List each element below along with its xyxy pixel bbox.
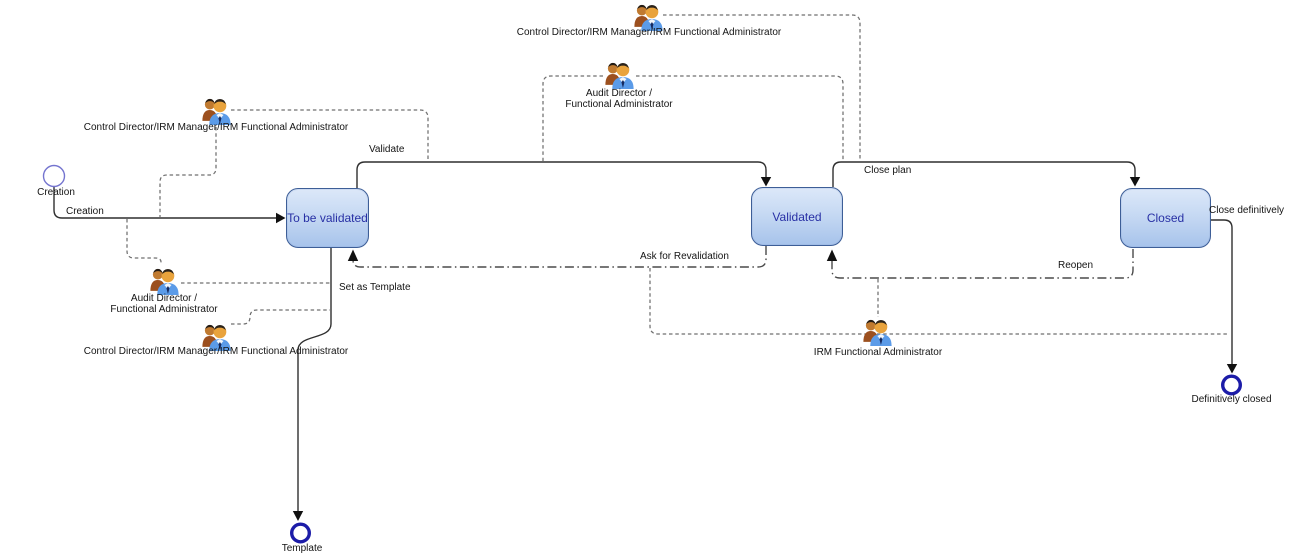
people-icon-audit-director-top[interactable] [605,62,634,90]
end-event-definitively-closed-label: Definitively closed [1191,394,1272,405]
end-event-definitively-closed-circle[interactable] [1220,374,1242,396]
transition-close-definitively-line [1211,219,1233,364]
transition-close-definitively-label: Close definitively [1209,205,1285,216]
transition-creation-arrowhead [276,212,286,224]
association-audit-director-left-to-creation [126,219,162,265]
transition-creation-label: Creation [66,206,104,217]
transition-ask-for-revalidation-line [352,246,767,268]
transition-validate-label: Validate [369,144,405,155]
association-control-director-bottom-to-set-as-template [231,309,330,325]
state-closed[interactable]: Closed [1120,188,1211,248]
transition-close-plan-label: Close plan [864,165,912,176]
transition-set-as-template-arrowhead [292,511,304,521]
transition-ask-for-revalidation-arrowhead [347,249,359,261]
transition-close-definitively-arrowhead [1226,364,1238,374]
transition-creation-line [53,187,276,219]
transition-reopen-arrowhead [826,249,838,261]
transition-reopen-label: Reopen [1058,260,1094,271]
association-audit-director-top-to-validate [542,75,603,161]
start-event-creation-circle[interactable] [42,164,66,188]
actor-label-audit-director-left: Audit Director / Functional Administrato… [110,293,218,315]
transition-close-plan-line [832,161,1136,187]
people-icon-irm-functional-administrator[interactable] [863,319,892,347]
transition-ask-for-revalidation-label: Ask for Revalidation [640,251,729,262]
transition-validate-arrowhead [760,177,772,187]
transition-set-as-template-label: Set as Template [339,282,411,293]
actor-label-control-director-bottom: Control Director/IRM Manager/IRM Functio… [83,346,349,357]
actor-label-audit-director-top: Audit Director / Functional Administrato… [565,88,673,110]
end-event-template-label: Template [281,543,323,554]
actor-label-control-director-left: Control Director/IRM Manager/IRM Functio… [83,122,349,133]
state-to-be-validated[interactable]: To be validated [286,188,369,248]
transition-validate-line [356,161,767,188]
state-validated[interactable]: Validated [751,187,843,246]
actor-label-irm-functional-administrator: IRM Functional Administrator [813,347,943,358]
actor-label-control-director-top: Control Director/IRM Manager/IRM Functio… [516,27,782,38]
transition-close-plan-arrowhead [1129,177,1141,187]
people-icon-audit-director-left[interactable] [150,268,179,296]
end-event-template-circle[interactable] [290,522,312,544]
association-control-director-left-to-validate [231,109,429,161]
association-irm-admin-to-ask-and-close-definitively [649,268,1228,335]
association-control-director-top-to-close-plan [663,14,861,161]
start-event-creation-label: Creation [37,187,75,198]
association-control-director-left-to-creation [159,127,217,217]
transition-set-as-template-line [297,248,332,511]
transition-reopen-line [831,249,1134,279]
